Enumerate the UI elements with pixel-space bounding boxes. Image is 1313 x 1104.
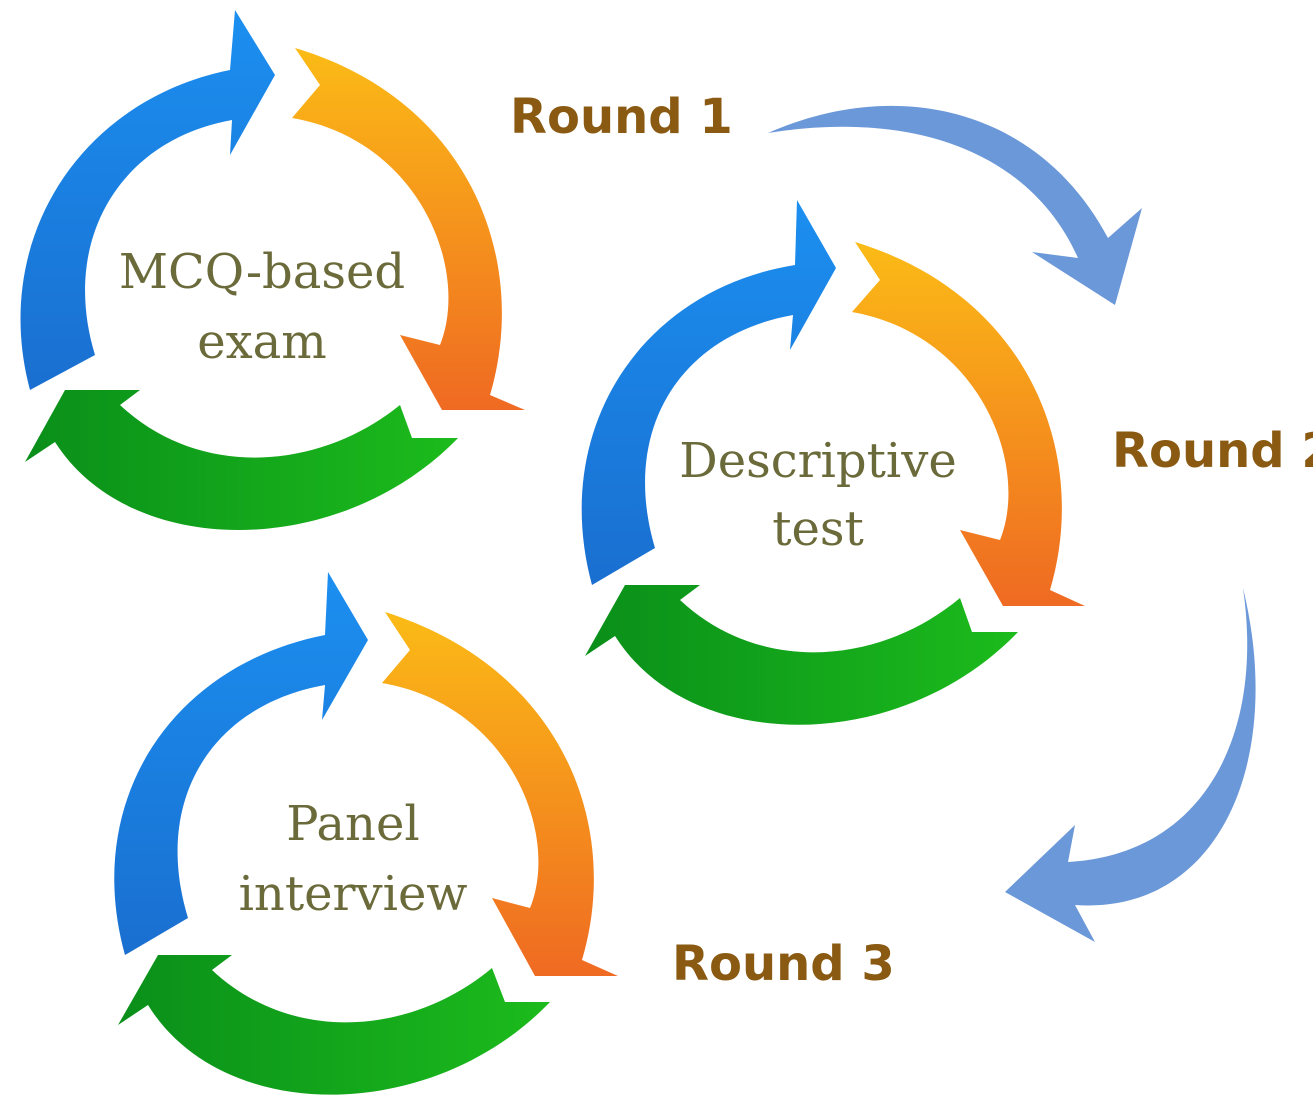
stage-label-round-2-line-2: test xyxy=(772,501,864,557)
connector-arrow-round2-to-round3 xyxy=(1005,588,1256,942)
cycle-round-2 xyxy=(581,200,1085,725)
stage-label-round-1-line-2: exam xyxy=(197,314,327,370)
connector-arrow-round1-to-round2 xyxy=(768,105,1142,305)
stage-label-round-1-line-1: MCQ-based xyxy=(119,244,405,300)
stage-label-round-3-line-1: Panel xyxy=(286,796,419,852)
cycle-3-green-arrow xyxy=(118,955,550,1095)
cycle-2-green-arrow xyxy=(585,585,1018,725)
stage-label-round-2-line-1: Descriptive xyxy=(679,433,957,489)
cycle-3-blue-arrow xyxy=(114,572,368,955)
round-label-1: Round 1 xyxy=(510,89,733,145)
cycle-1-green-arrow xyxy=(25,390,458,531)
cycle-1-orange-arrow xyxy=(292,48,525,410)
cycle-round-3 xyxy=(114,572,618,1095)
cycle-3-orange-arrow xyxy=(382,612,618,976)
stage-label-round-3-line-2: interview xyxy=(239,866,468,922)
cycle-round-1 xyxy=(20,10,525,531)
round-label-2: Round 2 xyxy=(1112,423,1313,479)
cycle-2-blue-arrow xyxy=(581,200,836,585)
cycle-1-blue-arrow xyxy=(20,10,276,390)
cycle-2-orange-arrow xyxy=(852,242,1085,606)
round-label-3: Round 3 xyxy=(672,936,895,992)
